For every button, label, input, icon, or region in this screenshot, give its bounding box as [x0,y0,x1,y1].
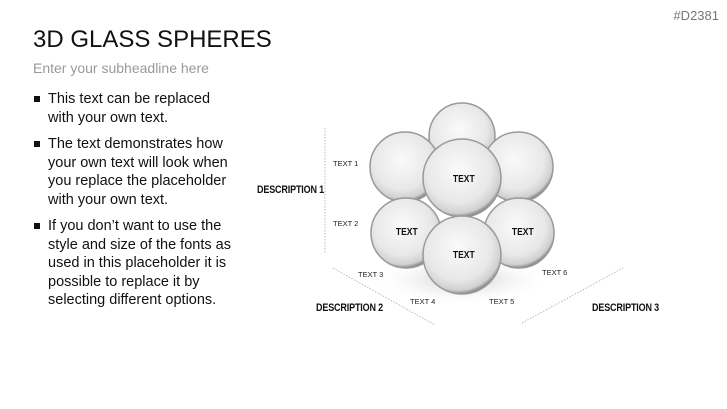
bullet-item: The text demonstrates how your own text … [33,135,233,209]
subheadline: Enter your subheadline here [33,60,209,76]
sphere-label: TEXT [452,174,475,185]
bullet-item: This text can be replaced with your own … [33,90,233,127]
page-title: 3D GLASS SPHERES [33,26,272,53]
sphere-label: TEXT [511,227,534,238]
sphere-label: TEXT [452,250,475,261]
text-1: TEXT 1 [333,159,359,168]
slide-code: #D2381 [673,8,719,23]
divider-line-3 [521,267,624,324]
description-1: DESCRIPTION 1 [257,184,325,196]
bullet-list: This text can be replaced with your own … [33,90,233,318]
bullet-item: If you don’t want to use the style and s… [33,217,233,310]
sphere-label: TEXT [395,227,418,238]
description-2: DESCRIPTION 2 [316,302,384,314]
text-6: TEXT 6 [542,268,568,277]
description-3: DESCRIPTION 3 [592,302,660,314]
text-4: TEXT 4 [410,297,436,306]
text-5: TEXT 5 [489,297,515,306]
text-2: TEXT 2 [333,219,359,228]
divider-line-2 [332,267,436,326]
sphere-center-lower [422,215,502,295]
text-3: TEXT 3 [358,270,384,279]
